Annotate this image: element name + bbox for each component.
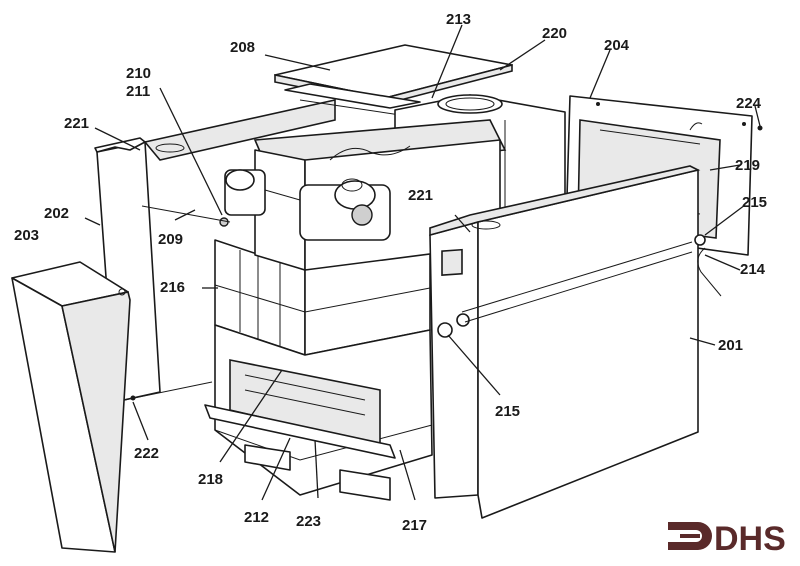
leader-lines [84,24,761,501]
label-210: 210 [126,65,151,82]
label-215-front: 215 [495,403,520,420]
label-201: 201 [718,337,743,354]
burner-tray-218 [204,359,396,459]
label-202: 202 [44,205,69,222]
label-217: 217 [402,517,427,534]
label-220: 220 [542,25,567,42]
label-218: 218 [198,471,223,488]
part-labels: 208 213 220 204 224 210 211 221 202 203 … [14,11,767,534]
label-223: 223 [296,513,321,530]
label-213: 213 [446,11,471,28]
label-212: 212 [244,509,269,526]
label-214: 214 [740,261,766,278]
front-door-203 [11,261,131,553]
logo-text: DHS [714,520,786,558]
label-215-right: 215 [742,194,767,211]
right-side-panel-201 [429,165,701,519]
label-216: 216 [160,279,185,296]
label-219: 219 [735,157,760,174]
heat-exchanger-216 [214,119,507,356]
label-211: 211 [126,83,150,100]
label-221-left: 221 [64,115,89,132]
label-208: 208 [230,39,255,56]
dhs-logo: DHS [668,520,786,558]
pump-assembly [224,169,391,241]
label-222: 222 [134,445,159,462]
label-209: 209 [158,231,183,248]
label-203: 203 [14,227,39,244]
label-204: 204 [604,37,630,54]
logo-mark-icon [668,522,712,550]
label-221-right: 221 [408,187,433,204]
label-224: 224 [736,95,762,112]
